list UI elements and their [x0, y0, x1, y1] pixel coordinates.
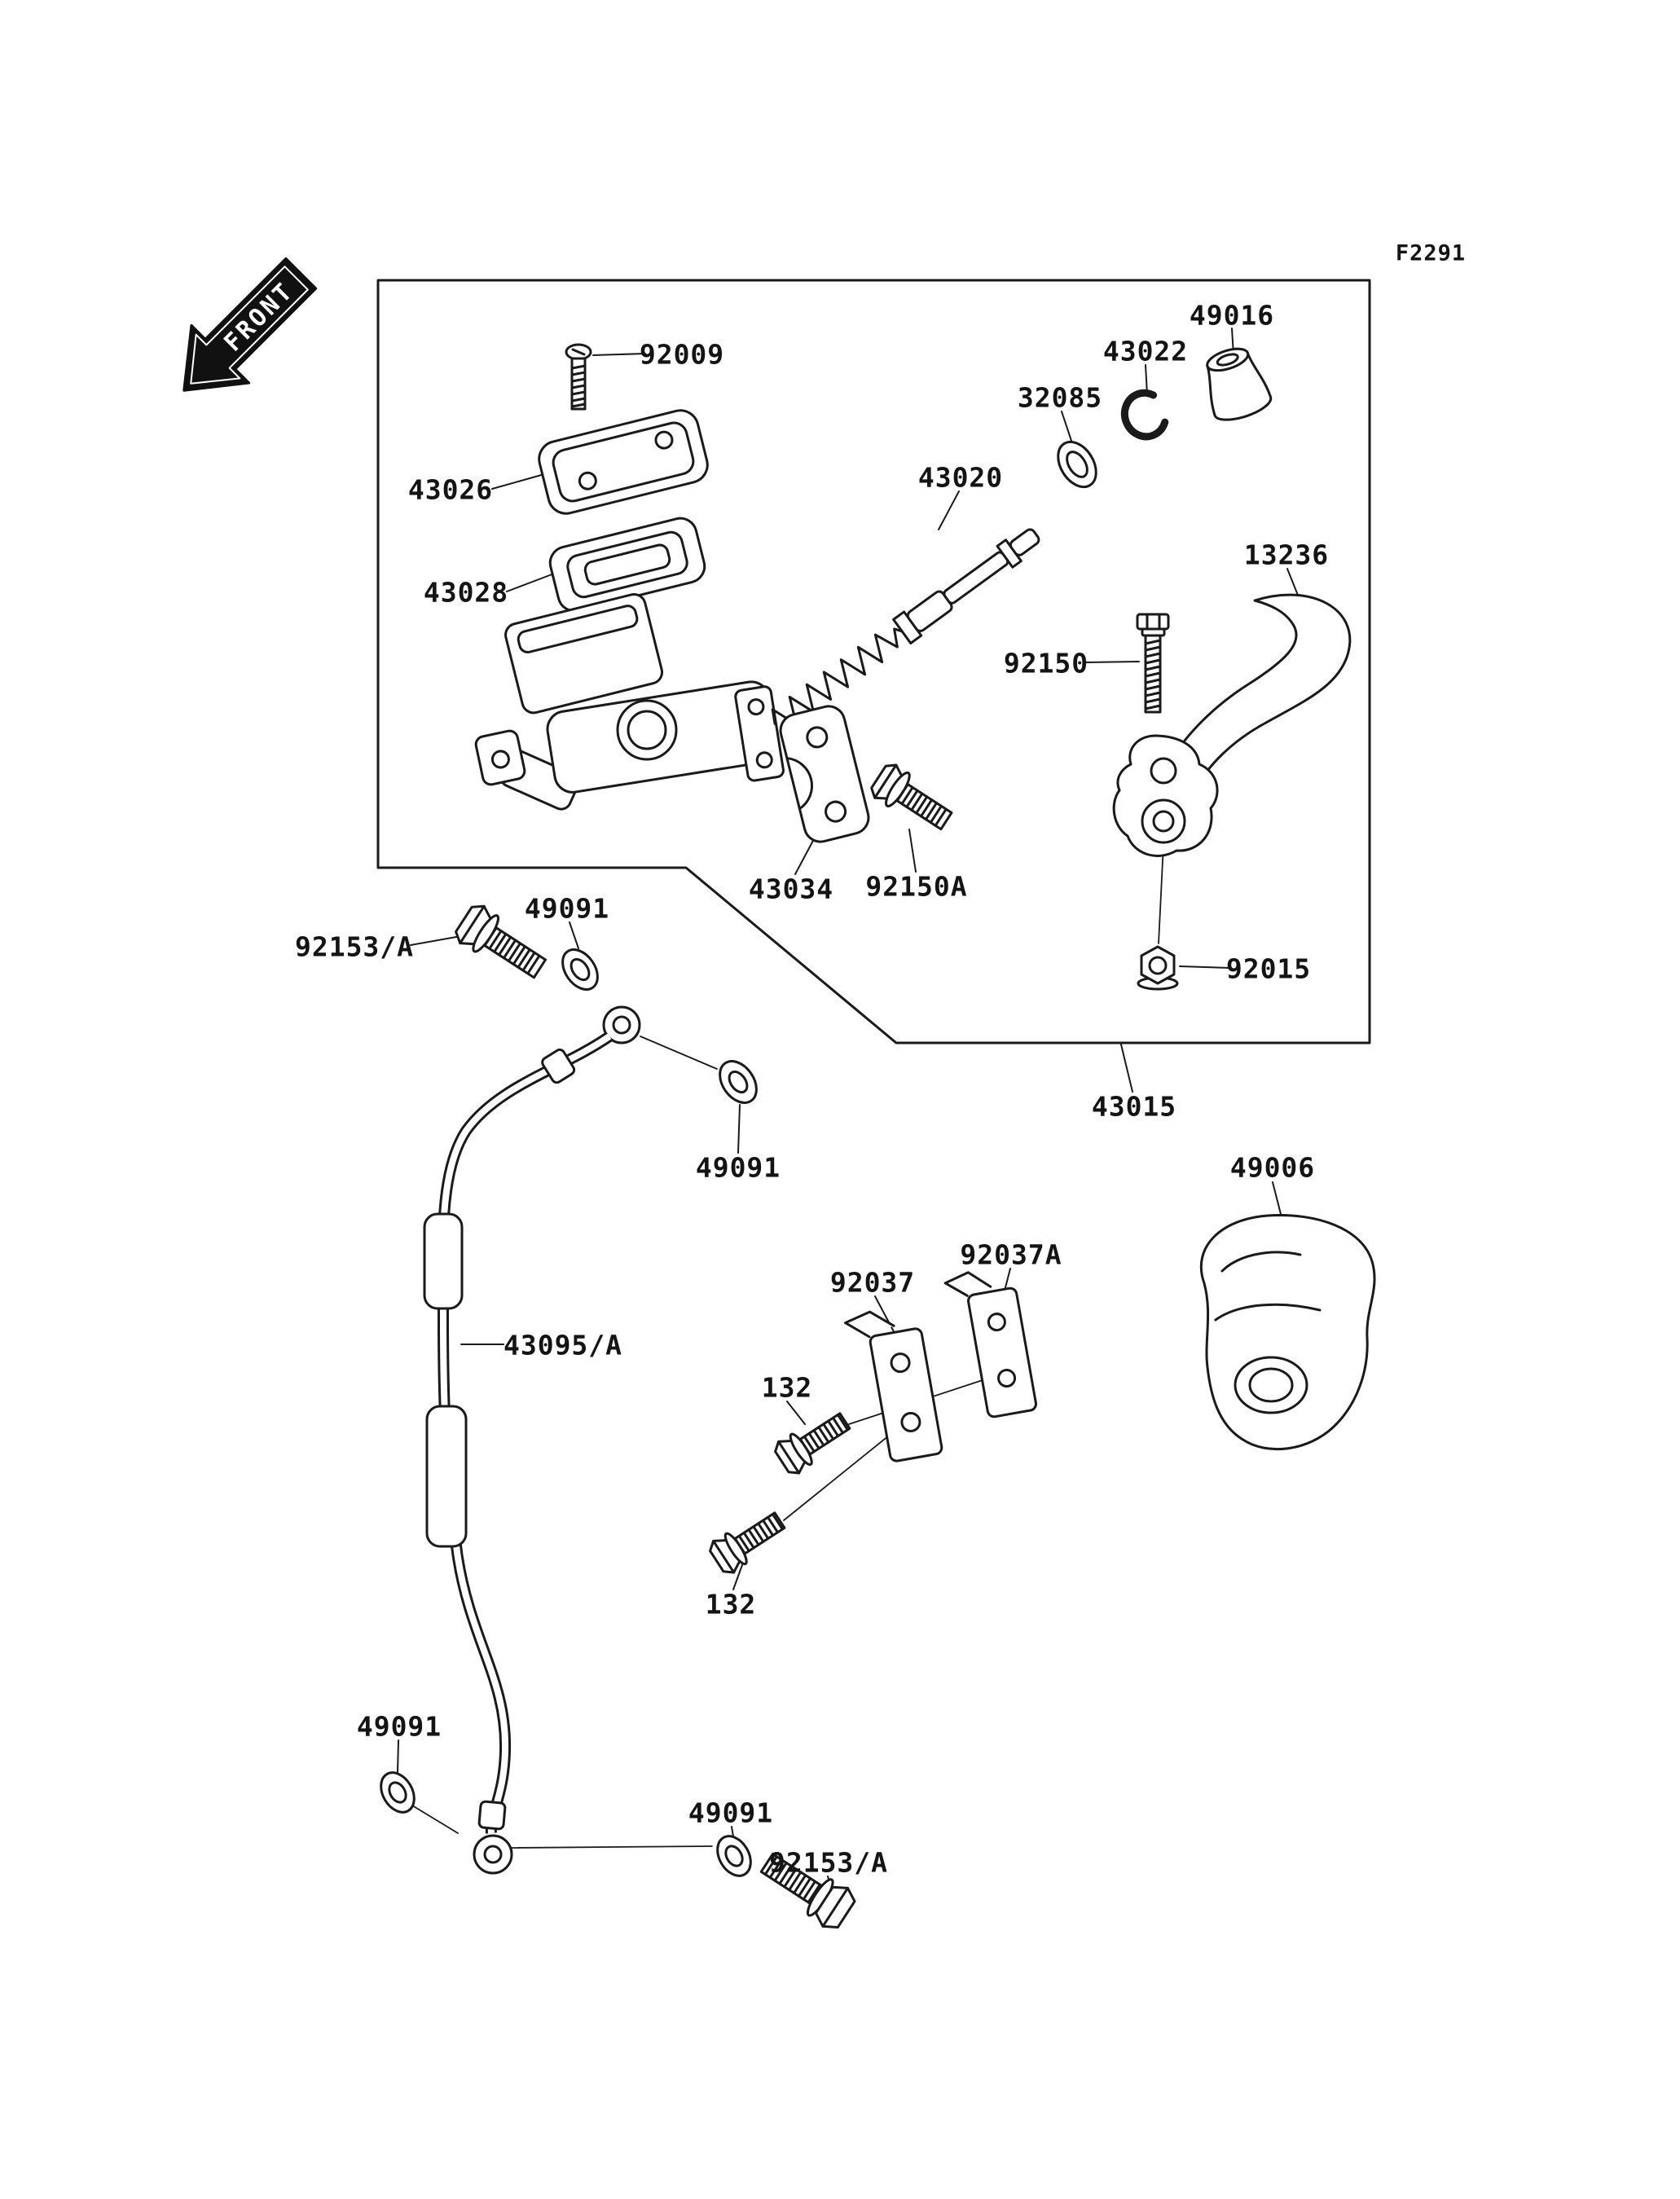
washer-32085	[1057, 440, 1097, 489]
part-label-49091-1: 49091	[524, 892, 610, 925]
washer-49091-bottom-left	[380, 1771, 416, 1814]
part-label-49091-3: 49091	[356, 1710, 442, 1743]
washer-49091-bottom-mid	[716, 1835, 752, 1877]
part-label-13236: 13236	[1243, 539, 1330, 571]
dust-boot-49016	[1206, 347, 1273, 421]
piston-assembly-43020	[771, 528, 1040, 726]
pivot-nut-92015	[1137, 945, 1179, 991]
washer-49091-top	[561, 948, 599, 991]
reservoir-cap-43026	[538, 409, 709, 515]
clamp-bolt-92150a	[870, 763, 953, 831]
part-label-49016: 49016	[1189, 299, 1275, 332]
part-label-132-2: 132	[705, 1588, 757, 1621]
part-label-92150a: 92150A	[865, 870, 968, 903]
cap-screw-92009	[565, 343, 592, 411]
part-label-49091-2: 49091	[695, 1151, 781, 1184]
part-label-92150: 92150	[1003, 647, 1089, 679]
bolt-132-upper	[774, 1412, 851, 1475]
part-label-43022: 43022	[1102, 335, 1189, 367]
part-label-92037a: 92037A	[960, 1238, 1062, 1271]
bolt-132-lower	[709, 1511, 786, 1574]
part-label-43028: 43028	[423, 576, 509, 609]
part-label-92153a-1: 92153/A	[294, 930, 415, 963]
part-label-132-1: 132	[761, 1371, 813, 1404]
pivot-bolt-92150	[1136, 613, 1170, 714]
master-cylinder-body	[474, 593, 785, 811]
clamp-holder-43034	[779, 705, 870, 843]
dust-cover-49006	[1199, 1214, 1376, 1451]
front-direction-arrow: FRONT	[183, 257, 318, 392]
part-label-43026: 43026	[407, 473, 494, 506]
banjo-bolt-92153a-bottom	[759, 1853, 856, 1929]
brake-lever-13236	[1112, 593, 1352, 857]
assembly-outline-box	[376, 279, 1371, 1045]
part-label-49006: 49006	[1229, 1151, 1316, 1184]
part-label-43015: 43015	[1091, 1090, 1177, 1123]
part-label-43020: 43020	[917, 461, 1004, 494]
brake-hose-43095a	[423, 1005, 641, 1875]
circlip-43022	[1120, 389, 1169, 441]
figure-code: F2291	[1395, 240, 1467, 266]
part-label-43034: 43034	[748, 873, 834, 905]
part-label-32085: 32085	[1017, 381, 1103, 414]
part-label-43095a: 43095/A	[503, 1329, 623, 1361]
hose-clamp-92037a	[943, 1271, 1037, 1418]
leader-lines	[397, 328, 1301, 1896]
part-label-92153a-2: 92153/A	[768, 1846, 889, 1879]
part-label-92009: 92009	[639, 338, 725, 371]
hose-clamp-92037	[844, 1310, 943, 1462]
part-label-49091-4: 49091	[688, 1797, 774, 1829]
part-label-92037: 92037	[829, 1266, 916, 1299]
diaphragm-plate-43028	[548, 517, 706, 613]
banjo-bolt-92153a-top	[455, 904, 548, 979]
part-label-92015: 92015	[1225, 952, 1312, 985]
washer-49091-mid	[719, 1060, 758, 1104]
